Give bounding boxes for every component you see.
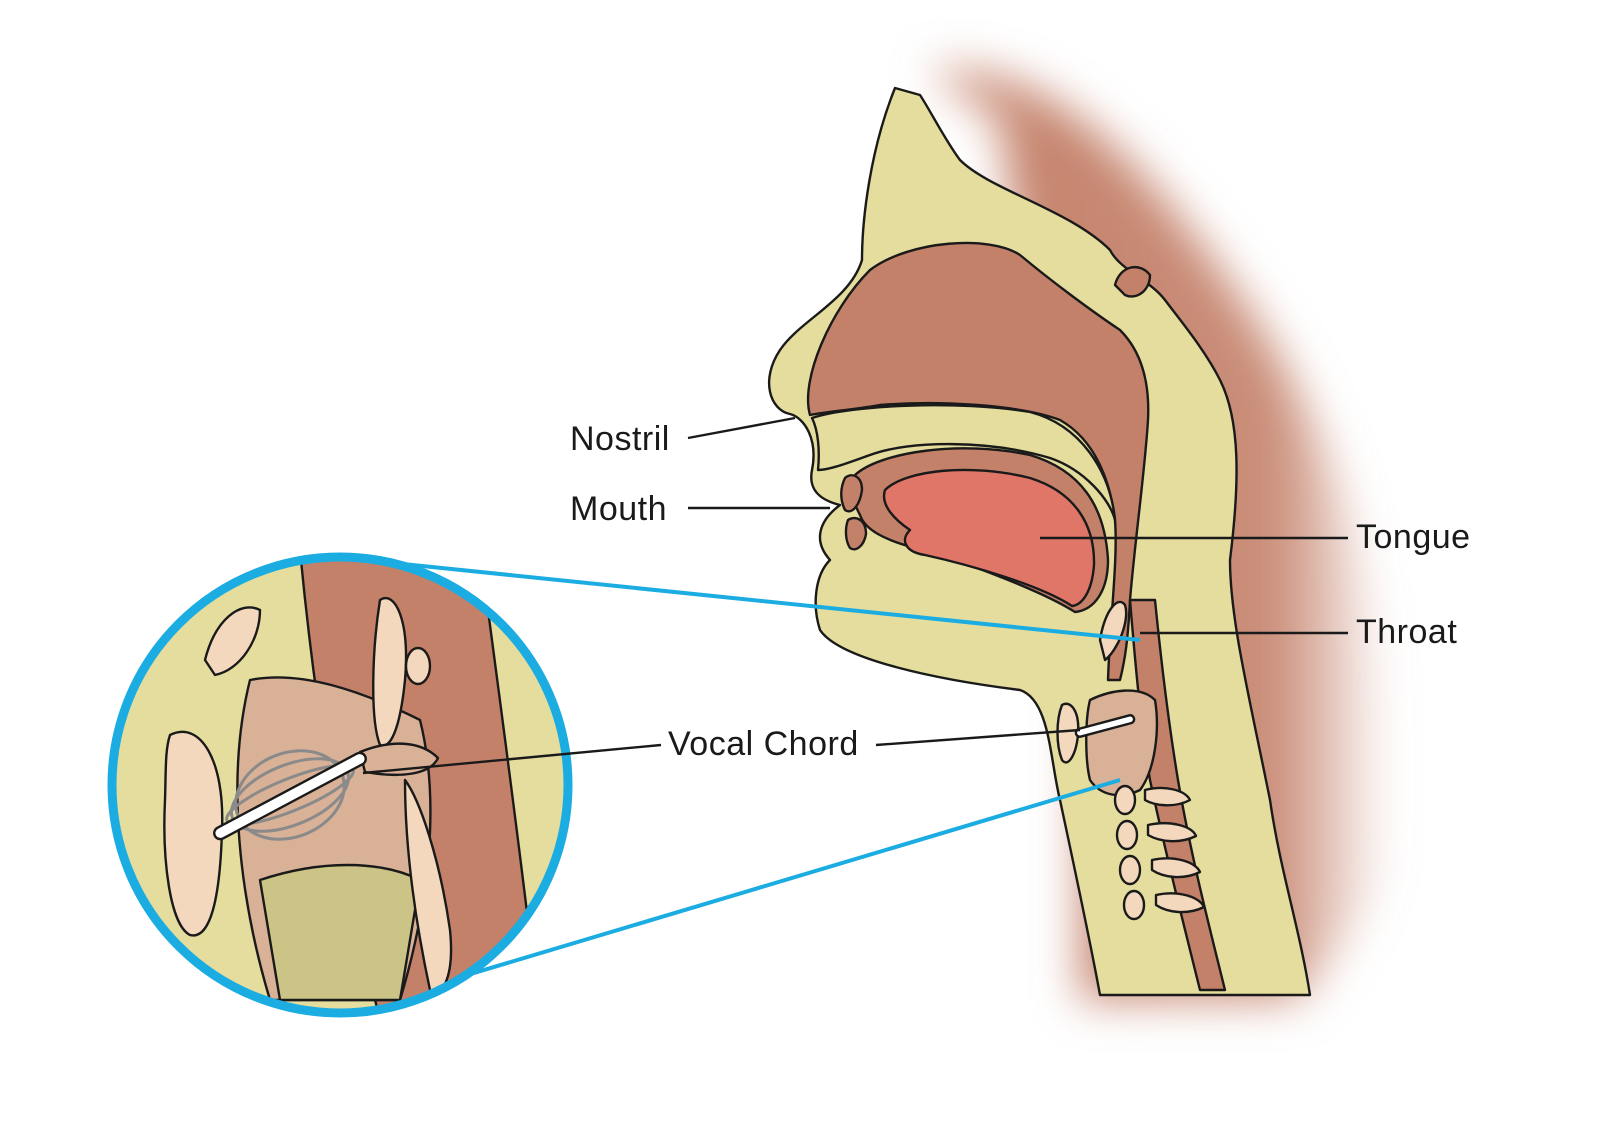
hard-palate [810,403,1117,522]
label-tongue: Tongue [1356,518,1471,556]
epiglottis [1098,600,1128,662]
label-nostril: Nostril [570,420,670,458]
nostril-leader [687,416,796,440]
vocal-chord-small [1074,714,1136,738]
vertebrae [1113,784,1206,921]
zoom-circle [107,552,573,1018]
lower-teeth [844,516,868,551]
upper-teeth [840,474,864,513]
vocal-chord-leader-right [875,728,1081,747]
vocal-chord-leader-left [362,743,662,775]
label-mouth: Mouth [570,490,667,528]
zoom-circle-contents [112,557,568,1013]
label-vocal-chord: Vocal Chord [668,725,859,763]
tongue [882,468,1096,608]
vocal-chord-zoomed [213,751,367,841]
larynx [1085,689,1159,797]
adenoid [1113,265,1152,298]
head-cross-section [767,69,1389,1001]
leader-lines [362,416,1348,775]
label-throat: Throat [1356,613,1457,651]
labels: Nostril Mouth Tongue Throat Vocal Chord [570,420,1471,763]
